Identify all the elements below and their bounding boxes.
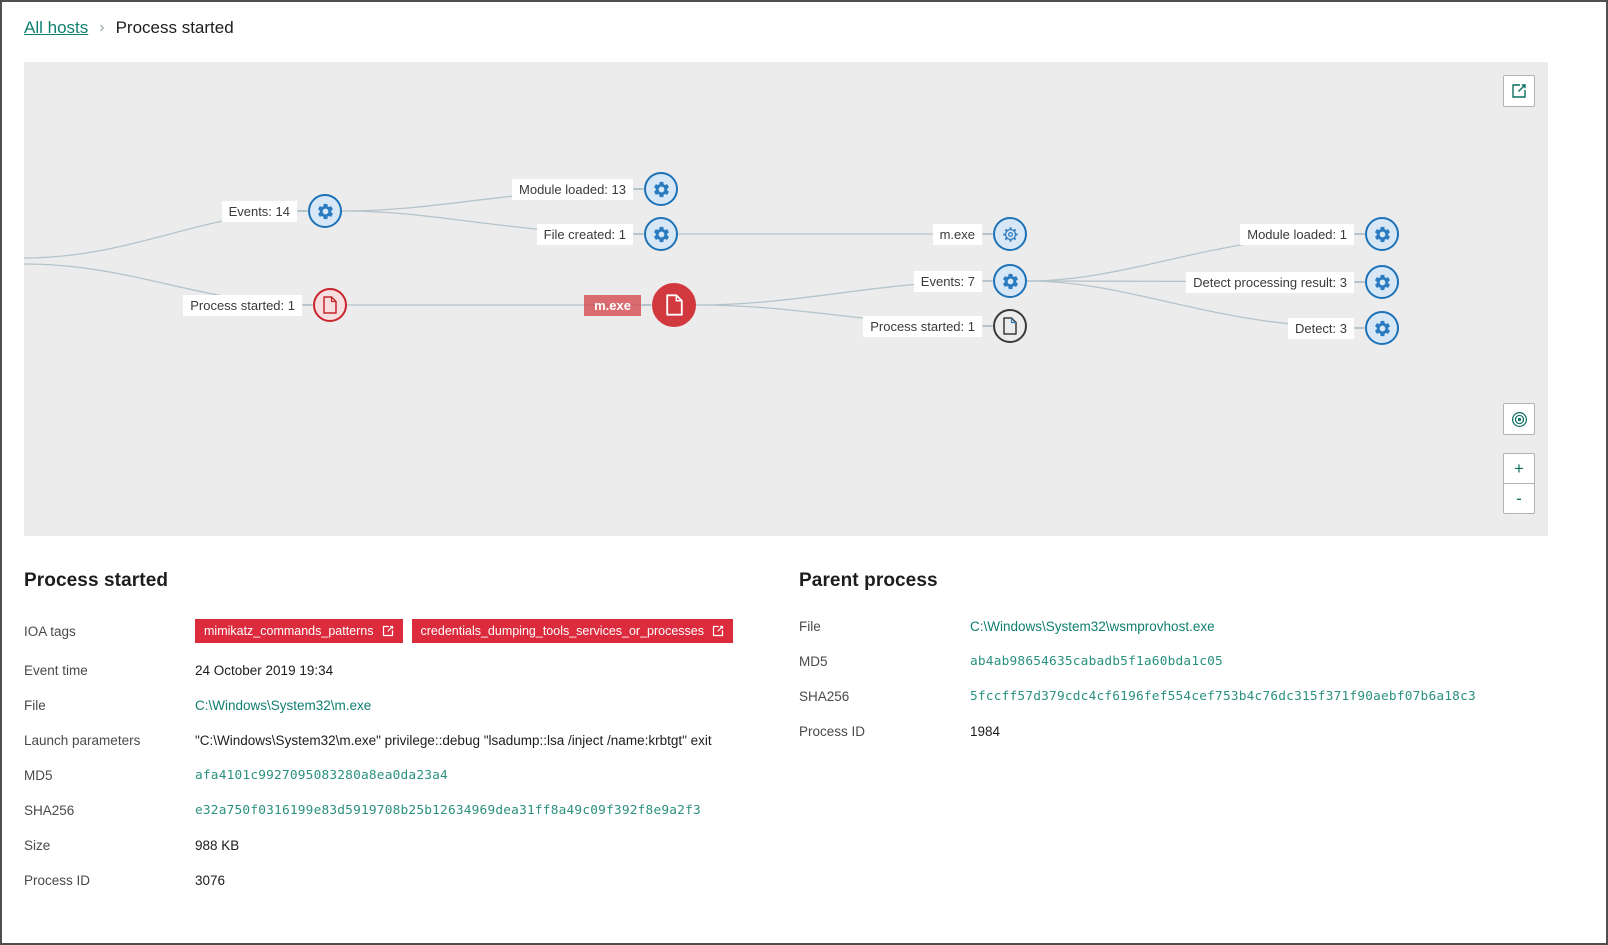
breadcrumb-separator-icon: › — [99, 19, 105, 36]
graph-node-label: Module loaded: 13 — [512, 178, 633, 200]
graph-node-label: Events: 14 — [221, 200, 297, 222]
graph-node-detect-processing-result-3[interactable]: Detect processing result: 3 — [1186, 265, 1399, 299]
ioa-tag-badge[interactable]: mimikatz_commands_patterns — [195, 619, 403, 643]
graph-node-label: Process started: 1 — [863, 315, 982, 337]
row-label: MD5 — [24, 768, 53, 783]
ioa-tag-badge[interactable]: credentials_dumping_tools_services_or_pr… — [411, 619, 734, 643]
row-label: SHA256 — [24, 803, 75, 818]
process-id-value: 3076 — [195, 873, 226, 888]
gear-icon[interactable] — [993, 264, 1027, 298]
file-icon[interactable] — [652, 283, 696, 327]
process-started-rows: IOA tags mimikatz_commands_patterns cred… — [24, 619, 799, 888]
process-started-heading: Process started — [24, 570, 169, 591]
gear-icon[interactable] — [1365, 311, 1399, 345]
node-connector — [983, 233, 992, 235]
graph-node-process-started-1-left[interactable]: Process started: 1 — [183, 288, 347, 322]
graph-node-events-14[interactable]: Events: 14 — [221, 194, 342, 228]
row-label: Launch parameters — [24, 733, 141, 748]
zoom-controls: + - — [1503, 453, 1535, 514]
row-label: Event time — [24, 663, 88, 678]
gear-icon[interactable] — [644, 172, 678, 206]
gear-icon[interactable] — [644, 217, 678, 251]
gear-icon[interactable] — [1365, 265, 1399, 299]
graph-node-detect-3[interactable]: Detect: 3 — [1287, 311, 1399, 345]
graph-node-m-exe-file[interactable]: m.exe — [584, 283, 696, 327]
node-connector — [634, 233, 643, 235]
process-started-section: Process started IOA tags mimikatz_comman… — [24, 536, 799, 888]
parent-process-section: Parent process File C:\Windows\System32\… — [799, 536, 1584, 888]
breadcrumb-all-hosts-link[interactable]: All hosts — [24, 18, 89, 37]
file-icon[interactable] — [313, 288, 347, 322]
node-connector — [1355, 327, 1364, 329]
graph-node-label: m.exe — [932, 223, 982, 245]
graph-node-label: Events: 7 — [913, 270, 982, 292]
external-link-icon — [712, 625, 724, 637]
sha256-hash-link[interactable]: e32a750f0316199e83d5919708b25b12634969de… — [195, 803, 701, 818]
graph-node-label: File created: 1 — [536, 223, 633, 245]
ioa-tags-label: IOA tags — [24, 623, 76, 639]
parent-sha256-hash-link[interactable]: 5fccff57d379cdc4cf6196fef554cef753b4c76d… — [970, 689, 1476, 704]
row-label: Process ID — [24, 873, 91, 888]
process-tree-graph-panel[interactable]: Events: 14 Module loaded: 13 File create… — [24, 62, 1548, 536]
row-label: File — [24, 698, 46, 713]
ioa-tags: mimikatz_commands_patterns credentials_d… — [195, 619, 799, 643]
event-time-value: 24 October 2019 19:34 — [195, 663, 334, 678]
parent-md5-hash-link[interactable]: ab4ab98654635cabadb5f1a60bda1c05 — [970, 654, 1223, 669]
row-label: Process ID — [799, 724, 866, 739]
parent-process-heading: Parent process — [799, 570, 938, 591]
row-label: File — [799, 619, 821, 634]
ioa-tag-text: mimikatz_commands_patterns — [204, 624, 374, 638]
graph-node-module-loaded-1[interactable]: Module loaded: 1 — [1240, 217, 1399, 251]
node-connector — [634, 188, 643, 190]
graph-node-events-7[interactable]: Events: 7 — [913, 264, 1027, 298]
center-graph-button[interactable] — [1503, 403, 1535, 435]
graph-node-label: Detect processing result: 3 — [1186, 271, 1354, 293]
gear-outline-icon[interactable] — [993, 217, 1027, 251]
breadcrumb-current-page: Process started — [115, 18, 234, 37]
external-link-icon — [382, 625, 393, 637]
graph-node-process-started-1-right[interactable]: Process started: 1 — [863, 309, 1027, 343]
zoom-out-button[interactable]: - — [1503, 483, 1535, 514]
graph-node-module-loaded-13[interactable]: Module loaded: 13 — [512, 172, 678, 206]
row-label: Size — [24, 838, 51, 853]
zoom-in-button[interactable]: + — [1503, 453, 1535, 484]
file-icon[interactable] — [993, 309, 1027, 343]
node-connector — [642, 304, 651, 306]
node-connector — [983, 280, 992, 282]
row-label: MD5 — [799, 654, 828, 669]
node-connector — [298, 210, 307, 212]
graph-node-label: Process started: 1 — [183, 294, 302, 316]
target-icon — [1511, 411, 1527, 427]
node-connector — [1355, 233, 1364, 235]
gear-icon[interactable] — [308, 194, 342, 228]
graph-node-file-created-1[interactable]: File created: 1 — [536, 217, 678, 251]
graph-node-label: Module loaded: 1 — [1240, 223, 1354, 245]
gear-icon[interactable] — [1365, 217, 1399, 251]
graph-node-label: Detect: 3 — [1287, 317, 1354, 339]
open-in-new-icon — [1512, 84, 1526, 98]
m-exe-badge: m.exe — [584, 294, 641, 316]
node-connector — [303, 304, 312, 306]
size-value: 988 KB — [195, 838, 240, 853]
parent-process-id-value: 1984 — [970, 724, 1001, 739]
open-full-screen-button[interactable] — [1503, 75, 1535, 107]
node-connector — [1355, 281, 1364, 283]
row-label: SHA256 — [799, 689, 850, 704]
node-connector — [983, 325, 992, 327]
md5-hash-link[interactable]: afa4101c9927095083280a8ea0da23a4 — [195, 768, 448, 783]
event-details: Process started IOA tags mimikatz_comman… — [2, 536, 1606, 888]
launch-parameters-value: "C:\Windows\System32\m.exe" privilege::d… — [195, 733, 712, 748]
parent-process-rows: File C:\Windows\System32\wsmprovhost.exe… — [799, 619, 1584, 739]
file-path-link[interactable]: C:\Windows\System32\m.exe — [195, 698, 372, 713]
parent-file-path-link[interactable]: C:\Windows\System32\wsmprovhost.exe — [970, 619, 1215, 634]
ioa-tag-text: credentials_dumping_tools_services_or_pr… — [420, 624, 705, 638]
breadcrumb: All hosts › Process started — [2, 2, 1606, 62]
graph-node-m-exe[interactable]: m.exe — [932, 217, 1027, 251]
